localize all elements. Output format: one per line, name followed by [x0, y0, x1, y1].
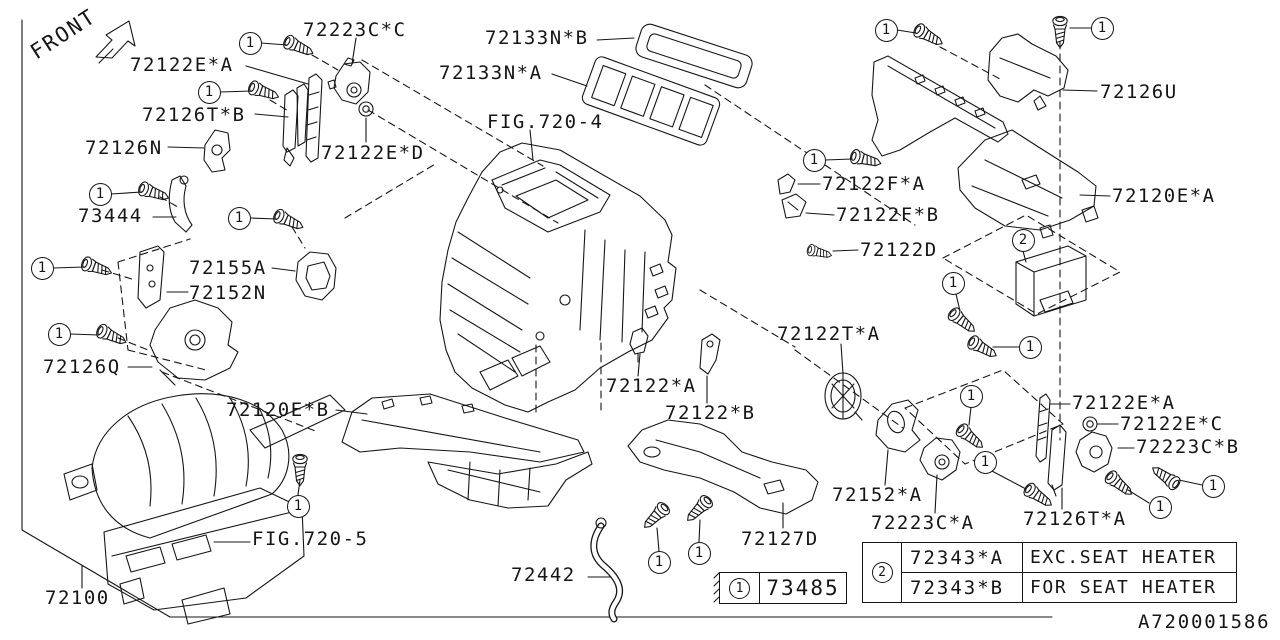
part-label-72122fb: 72122F*B — [836, 204, 940, 226]
part-servo-72223cb — [1075, 431, 1113, 473]
part-bracket-72152n — [137, 245, 165, 309]
callout-screw: 1 — [30, 256, 54, 280]
part-module-72343 — [1015, 245, 1087, 317]
part-label-72223ca: 72223C*A — [871, 512, 975, 534]
part-link-73444 — [168, 175, 193, 233]
part-label-72122fa: 72122F*A — [822, 173, 926, 195]
part-label-72133na: 72133N*A — [439, 62, 543, 84]
legend-part-description: EXC.SEAT HEATER — [1022, 543, 1236, 572]
callout-screw: 1 — [47, 322, 71, 346]
part-label-72152a: 72152*A — [832, 484, 923, 506]
callout-screw: 1 — [88, 182, 112, 206]
part-label-fig7205: FIG.720-5 — [252, 528, 369, 550]
callout-module-symbol: 2 — [871, 562, 893, 583]
part-label-72100: 72100 — [45, 587, 110, 609]
legend-screw-part-number: 73485 — [766, 576, 840, 600]
part-blower-unit — [63, 393, 346, 625]
part-duct-72127d — [627, 419, 819, 515]
callout-screw: 1 — [687, 541, 711, 565]
callout-screw: 1 — [1201, 474, 1225, 498]
part-bracket-72126u — [987, 33, 1069, 111]
part-damper-72122ta — [824, 372, 863, 421]
part-label-72133nb: 72133N*B — [485, 27, 589, 49]
part-label-72126q: 72126Q — [43, 356, 121, 378]
part-label-72126n: 72126N — [85, 137, 163, 159]
part-label-73444: 73444 — [78, 205, 143, 227]
part-label-72122ta: 72122T*A — [777, 323, 881, 345]
callout-screw: 1 — [802, 148, 826, 172]
legend-module-row: 72343*B FOR SEAT HEATER — [901, 573, 1236, 602]
diagram-code: A720001586 — [1138, 611, 1271, 633]
legend-module-ref-cell: 2 — [863, 543, 901, 602]
callout-screw: 1 — [973, 450, 997, 474]
part-servo-72126q — [149, 299, 239, 386]
legend-part-number: 72343*B — [901, 573, 1022, 602]
part-servo-72223ca — [919, 437, 961, 481]
legend-screw-table: 1 73485 — [719, 572, 847, 604]
part-label-72126ta: 72126T*A — [1023, 508, 1127, 530]
part-lever-72126ta — [1047, 424, 1067, 497]
part-duct-72120eb — [341, 393, 593, 509]
part-label-72122d: 72122D — [860, 239, 938, 261]
legend-screw-ref-cell: 1 — [720, 573, 760, 603]
part-hose-72442 — [590, 517, 623, 623]
part-label-72155a: 72155A — [189, 257, 267, 279]
part-clip-72122fa — [777, 173, 796, 195]
part-label-72122b: 72122*B — [665, 402, 756, 424]
callout-screw: 1 — [286, 494, 310, 518]
part-lever-72126tb — [282, 83, 309, 167]
callout-screw: 1 — [1148, 495, 1172, 519]
part-rod-72122ea-right — [1035, 393, 1051, 463]
part-side-panel-upper — [871, 55, 1009, 157]
callout-screw: 1 — [227, 206, 251, 230]
part-label-72122ed: 72122E*D — [321, 142, 425, 164]
callout-screw: 1 — [1090, 16, 1114, 40]
part-bracket-72126n — [203, 129, 231, 173]
callout-module: 2 — [1011, 228, 1035, 252]
legend-hatch — [713, 572, 720, 603]
part-label-72127d: 72127D — [741, 528, 819, 550]
callout-screw: 1 — [197, 80, 221, 104]
callout-screw: 1 — [941, 271, 965, 295]
callout-screw-symbol: 1 — [729, 577, 750, 599]
part-grommet-72122ed — [358, 101, 374, 117]
part-label-72223cb: 72223C*B — [1136, 436, 1240, 458]
part-label-72122a: 72122*A — [606, 375, 697, 397]
legend-part-number: 72343*A — [901, 543, 1022, 572]
front-arrow-icon — [95, 20, 136, 64]
part-lever-72122b — [699, 333, 721, 375]
legend-module-table: 2 72343*A EXC.SEAT HEATER 72343*B FOR SE… — [862, 542, 1237, 603]
part-label-72126u: 72126U — [1100, 81, 1178, 103]
part-bracket-72152a — [875, 399, 921, 453]
callout-screw: 1 — [647, 550, 671, 574]
legend-part-description: FOR SEAT HEATER — [1022, 573, 1236, 602]
callout-screw: 1 — [1018, 335, 1042, 359]
part-gasket-72133na — [581, 56, 721, 146]
callout-screw: 1 — [959, 384, 983, 408]
part-label-72122ea: 72122E*A — [130, 54, 234, 76]
part-panel-72120ea — [957, 129, 1099, 239]
part-label-72223cc: 72223C*C — [303, 19, 407, 41]
part-label-72122ec: 72122E*C — [1120, 413, 1224, 435]
part-rod-72122ea-left — [305, 73, 323, 163]
part-servo-72223cc — [327, 57, 371, 105]
part-gasket-72133nb — [635, 23, 753, 89]
part-label-fig7204: FIG.720-4 — [487, 111, 604, 133]
part-label-72152n: 72152N — [189, 282, 267, 304]
part-cover-72155a — [295, 251, 337, 301]
leader-lines — [52, 27, 1203, 589]
callout-screw: 1 — [874, 18, 898, 42]
part-clip-72122fb — [781, 193, 807, 219]
part-label-72442: 72442 — [511, 564, 576, 586]
part-label-72120eb: 72120E*B — [226, 399, 330, 421]
part-clip-72122a — [629, 327, 649, 363]
part-heater-unit — [439, 142, 677, 413]
legend-module-row: 72343*A EXC.SEAT HEATER — [901, 543, 1236, 573]
part-label-72126tb: 72126T*B — [142, 104, 246, 126]
part-label-72120ea: 72120E*A — [1112, 185, 1216, 207]
callout-screw: 1 — [238, 31, 262, 55]
part-grommet-72122ec — [1082, 416, 1098, 432]
part-label-72122ea: 72122E*A — [1072, 392, 1176, 414]
